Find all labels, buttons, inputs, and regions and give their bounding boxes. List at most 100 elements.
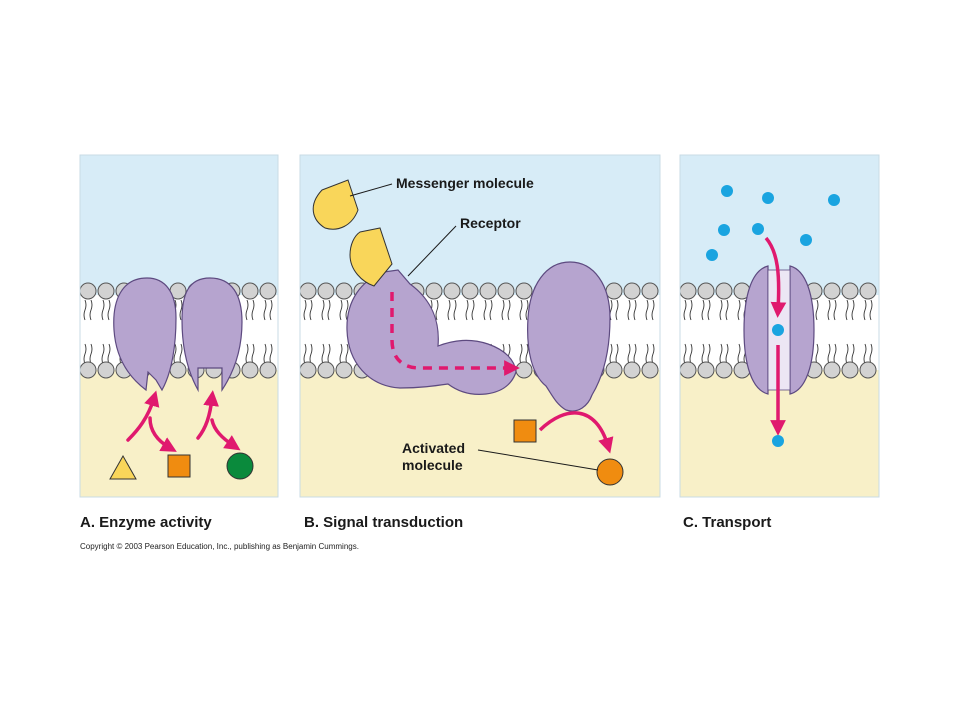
lipid-tail [707,343,711,365]
solute-particle [721,185,733,197]
lipid-head [443,282,461,300]
lipid-head [605,282,623,300]
lipid-tail [107,299,111,321]
lipid-tail [101,299,105,321]
lipid-tail [725,299,729,321]
lipid-tail [345,299,349,321]
lipid-head [80,282,97,300]
lipid-head [715,282,733,300]
enzyme-protein-right [181,277,243,393]
messenger-molecule-bound [349,227,393,287]
lipid-tail [827,299,831,321]
lipid-tail [321,343,325,365]
lipid-tail [107,343,111,365]
caption-signal-transduction: B. Signal transduction [304,514,464,531]
lipid-tail [863,299,867,321]
lipid-tail [89,343,93,365]
lipid-head [841,282,859,300]
lipid-head [641,282,659,300]
lipid-head [715,361,733,379]
lipid-tail [869,343,873,365]
lipid-tail [525,343,529,365]
label-receptor: Receptor [460,215,521,231]
receptor-protein [346,269,517,395]
lipid-tail [719,343,723,365]
lipid-head [259,282,277,300]
lipid-tail [269,343,273,365]
lipid-tail [327,299,331,321]
lipid-tail [827,343,831,365]
lipid-head [425,282,443,300]
lipid-head [317,282,335,300]
lipid-head [335,282,353,300]
lipid-head [680,361,697,379]
lipid-tail [501,299,505,321]
lipid-tail [701,299,705,321]
lipid-tail [83,299,87,321]
lipid-tail [453,299,457,321]
lipid-tail [833,299,837,321]
enzyme-protein-left [113,277,177,392]
lipid-tail [701,343,705,365]
lipid-head [515,361,533,379]
transport-arrow [764,236,787,318]
solute-particles [706,185,840,447]
lipid-tail [345,343,349,365]
signal-path-arrow [390,292,520,376]
lipid-head [317,361,335,379]
product-square [167,454,191,478]
lipid-tail [707,299,711,321]
lipid-tail [719,299,723,321]
lipid-tail [251,343,255,365]
lipid-tail [339,343,343,365]
caption-enzyme-activity: A. Enzyme activity [80,514,212,531]
lipid-tail [615,299,619,321]
lipid-tail [327,343,331,365]
lipid-tail [737,299,741,321]
lipid-tail [525,299,529,321]
relay-protein [527,261,611,412]
lipid-tail [645,343,649,365]
lipid-head [461,282,479,300]
lipid-head [823,361,841,379]
lipid-tail [815,299,819,321]
panel-c-frame [679,154,880,498]
lipid-tail [633,343,637,365]
copyright-notice: Copyright © 2003 Pearson Education, Inc.… [80,542,359,551]
lipid-head [680,282,697,300]
lipid-tail [83,343,87,365]
lipid-tail [869,299,873,321]
lipid-head [623,361,641,379]
lipid-tail [851,299,855,321]
lipid-tail [483,299,487,321]
label-molecule: molecule [402,457,463,473]
lipid-tail [507,299,511,321]
lipid-tail [689,343,693,365]
leader-lines [349,183,599,471]
lipid-tail [851,343,855,365]
lipid-tail [609,343,613,365]
lipid-tail [683,299,687,321]
lipid-head [497,282,515,300]
lipid-tail [519,299,523,321]
lipid-tail [863,343,867,365]
lipid-tail [173,343,177,365]
lipid-tail [615,343,619,365]
lipid-head [859,361,877,379]
lipid-tail [845,299,849,321]
lipid-tail [321,299,325,321]
lipid-tail [737,343,741,365]
lipid-tail [179,343,183,365]
solute-particle [718,224,730,236]
lipid-head [80,361,97,379]
lipid-tail [309,299,313,321]
activation-arrow [538,411,614,454]
lipid-head [241,282,259,300]
lipid-head [300,361,317,379]
label-activated: Activated [402,440,465,456]
lipid-tail [519,343,523,365]
lipid-tail [179,299,183,321]
solute-particle [828,194,840,206]
lipid-tail [251,299,255,321]
lipid-tail [269,299,273,321]
